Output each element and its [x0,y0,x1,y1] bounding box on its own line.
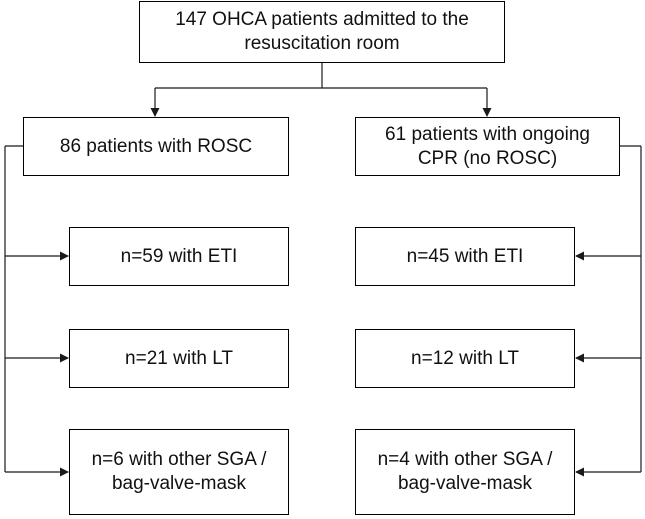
no-rosc-node-line-1: 61 patients with ongoing [385,123,590,145]
rosc-node-box: 86 patients with ROSC [23,117,289,176]
norosc-lt-label: n=12 with LT [411,347,519,369]
norosc-sga-node-box: n=4 with other SGA / bag-valve-mask [355,429,575,515]
no-rosc-node-box: 61 patients with ongoing CPR (no ROSC) [355,117,620,176]
root-node-box: 147 OHCA patients admitted to the resusc… [139,1,505,63]
rosc-eti-label: n=59 with ETI [120,245,238,267]
rosc-sga-line-2: bag-valve-mask [111,473,247,494]
norosc-sga-line-2: bag-valve-mask [397,473,533,494]
rosc-lt-label: n=21 with LT [125,347,233,369]
norosc-sga-line-1: n=4 with other SGA / [377,449,553,470]
rosc-eti-node-box: n=59 with ETI [69,227,289,286]
rosc-lt-node-box: n=21 with LT [69,329,289,388]
root-node-line-1: 147 OHCA patients admitted to the [175,9,469,30]
rosc-sga-line-1: n=6 with other SGA / [91,449,267,470]
norosc-eti-label: n=45 with ETI [406,245,524,267]
no-rosc-node-line-2: CPR (no ROSC) [417,147,558,169]
rosc-sga-node-box: n=6 with other SGA / bag-valve-mask [69,429,289,515]
norosc-eti-node-box: n=45 with ETI [355,227,575,286]
root-node-line-2: resuscitation room [244,33,400,54]
rosc-node-label: 86 patients with ROSC [59,135,253,157]
norosc-lt-node-box: n=12 with LT [355,329,575,388]
